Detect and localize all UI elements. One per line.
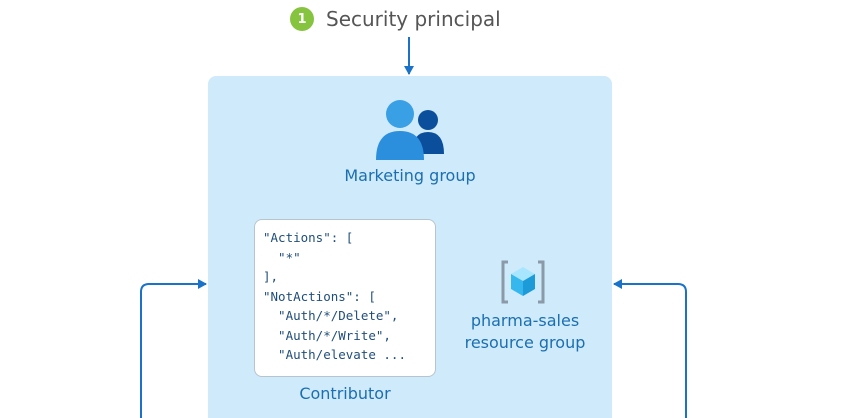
code-line: "*"	[263, 249, 301, 265]
step-title: Security principal	[326, 7, 501, 31]
code-line: "NotActions": [	[263, 288, 376, 304]
user-group-icon	[376, 100, 444, 160]
code-line: ],	[263, 269, 279, 284]
code-line: "Auth/*/Write",	[263, 327, 391, 343]
role-label: Contributor	[299, 384, 391, 403]
code-line: "Auth/*/Delete",	[263, 308, 399, 323]
left-connector-arrow	[140, 279, 207, 418]
scope-label: pharma-sales resource group	[450, 310, 600, 354]
security-principal-header: 1 Security principal	[290, 5, 501, 33]
principal-label: Marketing group	[344, 166, 476, 185]
code-line: "Auth/elevate ...	[263, 347, 406, 362]
step-number-badge: 1	[290, 7, 314, 31]
scope-label-line1: pharma-sales	[470, 311, 580, 330]
right-connector-arrow	[613, 279, 687, 418]
code-line: "Actions": [	[263, 230, 354, 245]
role-definition-card: "Actions": [ "*" ], "NotActions": [ "Aut…	[254, 219, 436, 377]
scope-label-line2: resource group	[464, 333, 586, 352]
resource-group-icon	[501, 260, 545, 304]
